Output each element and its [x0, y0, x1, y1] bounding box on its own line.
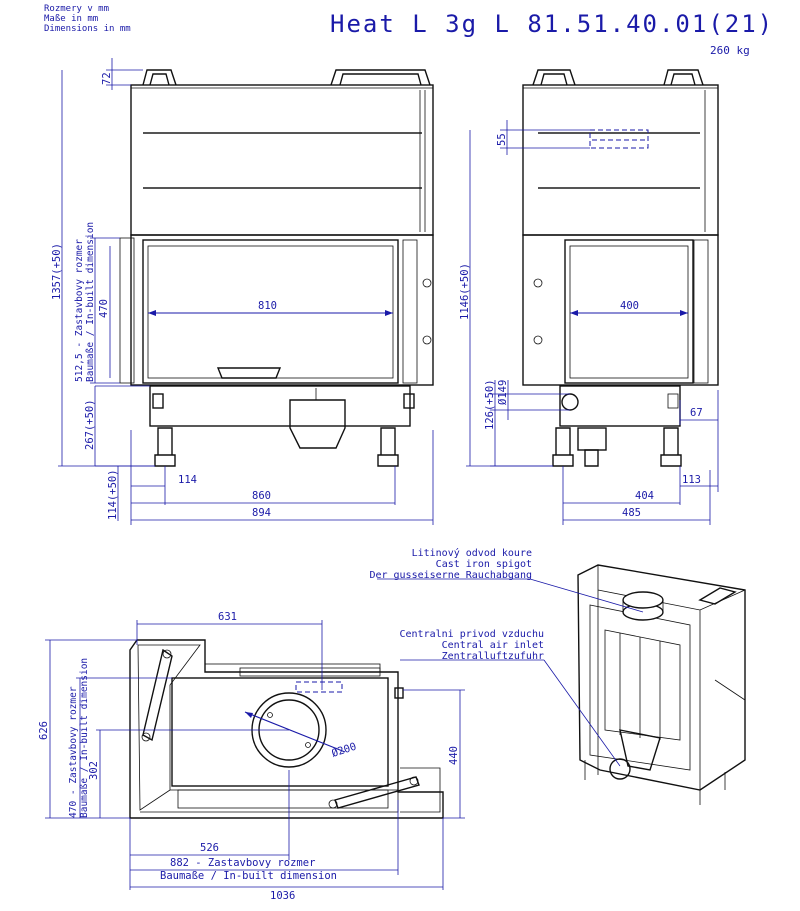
dim-631: 631: [218, 611, 237, 623]
dim-126: 126(+50): [484, 379, 496, 430]
side-top-handle-right: [663, 69, 704, 86]
dim-512-sub: Baumaße / In-built dimension: [85, 222, 96, 382]
dim-894: 894: [252, 507, 271, 519]
side-top-handle-left: [532, 69, 576, 86]
drawing-title: Heat L 3g L 81.51.40.01(21): [330, 10, 775, 38]
plan-clamp-left: [142, 648, 173, 742]
plan-dimensions: 631 626 470 - Zastavbovy rozmer Baumaße …: [38, 611, 465, 902]
front-lower-body: [130, 234, 434, 386]
dim-470-plan: 470 - Zastavbovy rozmer: [68, 686, 79, 818]
units-note-de: Maße in mm: [44, 14, 99, 24]
iso-handle: [698, 587, 737, 605]
front-air-inlet: [289, 399, 346, 449]
isometric-view: [577, 564, 746, 805]
dim-114: 114: [178, 474, 197, 486]
dim-1036: 1036: [270, 890, 295, 902]
dim-302: 302: [88, 761, 100, 780]
side-base: [559, 385, 681, 427]
dim-404: 404: [635, 490, 654, 502]
dim-72: 72: [101, 72, 113, 85]
dim-200: Ø200: [330, 741, 358, 760]
dim-860: 860: [252, 490, 271, 502]
side-dimensions: 55 1146(+50) 400 126(+50) Ø149 67 113 40…: [459, 120, 719, 525]
dim-882-sub: Baumaße / In-built dimension: [160, 870, 337, 882]
side-lower-body: [522, 234, 719, 386]
plan-outer-left: [129, 639, 444, 819]
units-note-en: Dimensions in mm: [44, 24, 131, 34]
iso-body-outline: [577, 564, 746, 791]
side-spigot-dashed: [589, 129, 649, 149]
side-foot-left: [552, 427, 574, 467]
front-glass-frame: [142, 239, 399, 384]
side-foot-mid: [584, 449, 599, 467]
front-door-handle: [216, 367, 282, 379]
dim-526: 526: [200, 842, 219, 854]
dim-67: 67: [690, 407, 703, 419]
side-upper-body: [522, 84, 719, 236]
dim-470-plan-sub: Baumaße / In-built dimension: [79, 658, 90, 818]
plan-firebox: [171, 677, 389, 787]
dim-267: 267(+50): [84, 399, 96, 450]
dim-440: 440: [448, 746, 460, 765]
dim-55: 55: [496, 133, 508, 146]
front-top-handle-right: [330, 69, 431, 86]
callout-air-de: Zentralluftzufuhr: [442, 651, 544, 662]
front-top-handle-left: [142, 69, 177, 86]
dim-400: 400: [620, 300, 639, 312]
dim-882: 882 - Zastavbovy rozmer: [170, 857, 315, 869]
iso-inlet-ring: [609, 758, 631, 780]
dim-149: Ø149: [497, 380, 509, 405]
plan-left-bracket: [137, 644, 201, 811]
side-air-inlet: [577, 427, 607, 451]
front-view: [119, 69, 434, 467]
dim-485: 485: [622, 507, 641, 519]
dim-626: 626: [38, 721, 50, 740]
plan-air-dashed: [295, 681, 343, 693]
front-foot-left: [154, 427, 176, 467]
weight-label: 260 kg: [710, 44, 750, 57]
dim-470: 470: [98, 299, 110, 318]
dim-113: 113: [682, 474, 701, 486]
units-note-cz: Rozmery v mm: [44, 4, 110, 14]
callout-spigot-cz: Litinový odvod koure: [412, 547, 532, 559]
front-upper-body: [130, 84, 434, 236]
callout-air-cz: Centralni privod vzduchu: [400, 629, 545, 640]
dim-512: 512,5 - Zastavbovy rozmer: [74, 239, 85, 382]
callout-spigot-de: Der gusseiserne Rauchabgang: [369, 570, 532, 581]
side-view: [522, 69, 719, 467]
callout-spigot-en: Cast iron spigot: [436, 559, 532, 570]
front-foot-right: [377, 427, 399, 467]
front-base: [149, 385, 411, 427]
dim-810: 810: [258, 300, 277, 312]
side-foot-right: [660, 427, 682, 467]
dim-1357: 1357(+50): [51, 243, 63, 300]
dim-1146: 1146(+50): [459, 263, 471, 320]
iso-air-inlet: [619, 729, 661, 771]
front-dimensions: 72 1357(+50) 512,5 - Zastavbovy rozmer B…: [51, 58, 434, 525]
side-glass-frame: [564, 239, 694, 384]
callout-air-en: Central air inlet: [442, 640, 544, 651]
dim-114-bottom: 114(+50): [107, 469, 119, 520]
